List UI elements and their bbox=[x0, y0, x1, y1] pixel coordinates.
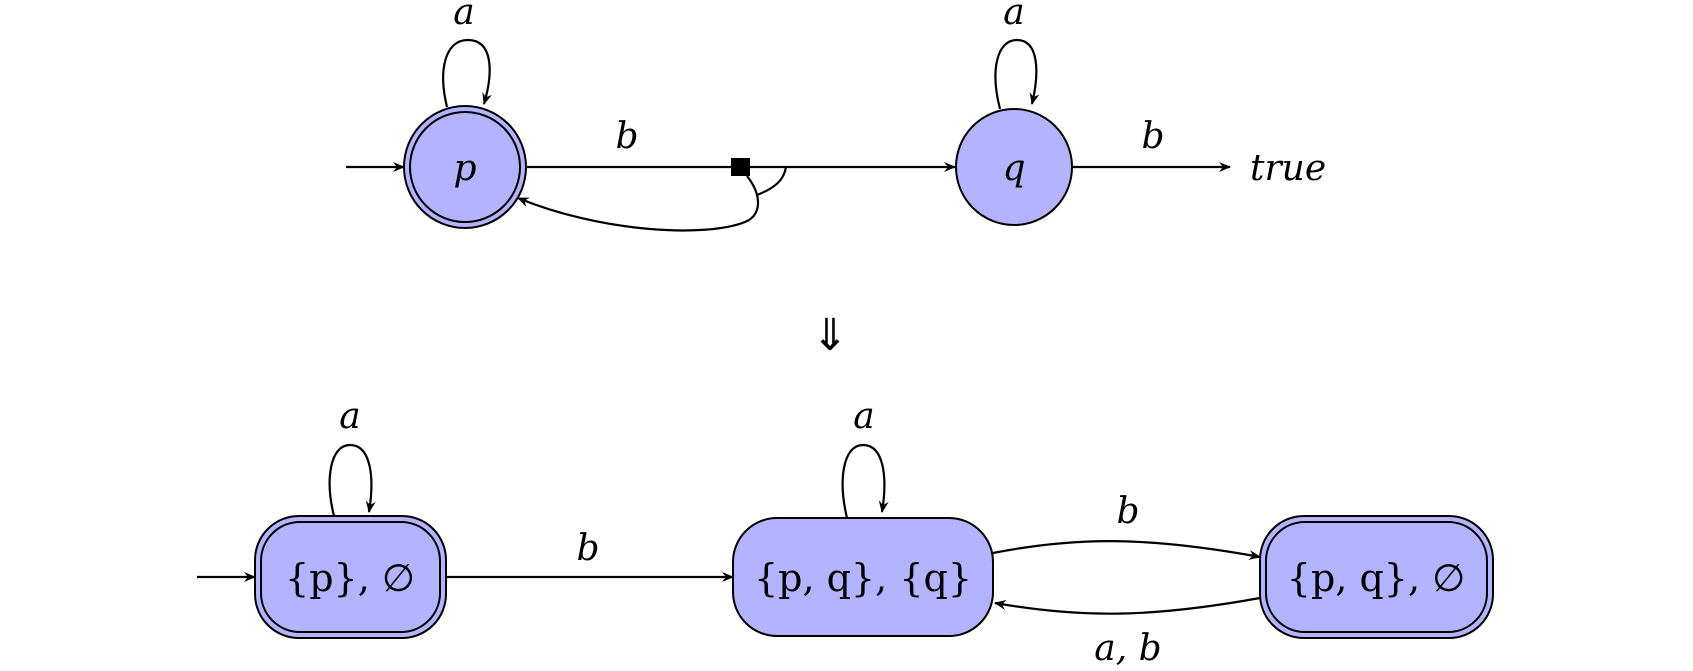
universal-junction bbox=[731, 158, 750, 176]
state-s3[interactable]: {p, q}, ∅ bbox=[1259, 515, 1494, 639]
state-s3-label: {p, q}, ∅ bbox=[1287, 556, 1465, 600]
edge-q-true-label: b bbox=[1141, 116, 1164, 157]
self-loop-p-label: a bbox=[453, 0, 474, 33]
edge-p-b-label: b bbox=[615, 116, 638, 157]
state-p-label: p bbox=[453, 148, 476, 189]
edge-junction-p bbox=[517, 175, 760, 232]
edge-s1-s2-label: b bbox=[576, 528, 599, 569]
self-loop-s1 bbox=[328, 443, 376, 517]
self-loop-q bbox=[994, 38, 1040, 110]
transform-arrow-icon: ⇓ bbox=[812, 310, 849, 361]
edge-s2-s3-label: b bbox=[1116, 491, 1139, 532]
self-loop-s1-label: a bbox=[339, 396, 360, 437]
edge-s3-s2 bbox=[994, 596, 1261, 615]
self-loop-s2 bbox=[841, 443, 889, 519]
state-s2[interactable]: {p, q}, {q} bbox=[732, 517, 994, 637]
state-q[interactable]: q bbox=[955, 108, 1073, 226]
self-loop-p bbox=[442, 38, 492, 108]
state-p[interactable]: p bbox=[403, 105, 527, 229]
bottom-automaton: {p}, ∅ a b {p, q}, {q} a b a, b {p, q}, … bbox=[197, 396, 1494, 669]
self-loop-q-label: a bbox=[1003, 0, 1024, 33]
edge-s2-s3 bbox=[992, 540, 1261, 560]
state-s2-label: {p, q}, {q} bbox=[754, 556, 972, 600]
top-automaton: p a b q a b true bbox=[346, 0, 1326, 232]
universal-arc bbox=[756, 166, 788, 197]
self-loop-s2-label: a bbox=[853, 396, 874, 437]
state-s1[interactable]: {p}, ∅ bbox=[254, 515, 447, 639]
state-q-label: q bbox=[1002, 148, 1025, 189]
state-s1-label: {p}, ∅ bbox=[285, 556, 415, 600]
true-label: true bbox=[1250, 148, 1326, 189]
edge-s3-s2-label: a, b bbox=[1094, 628, 1161, 669]
